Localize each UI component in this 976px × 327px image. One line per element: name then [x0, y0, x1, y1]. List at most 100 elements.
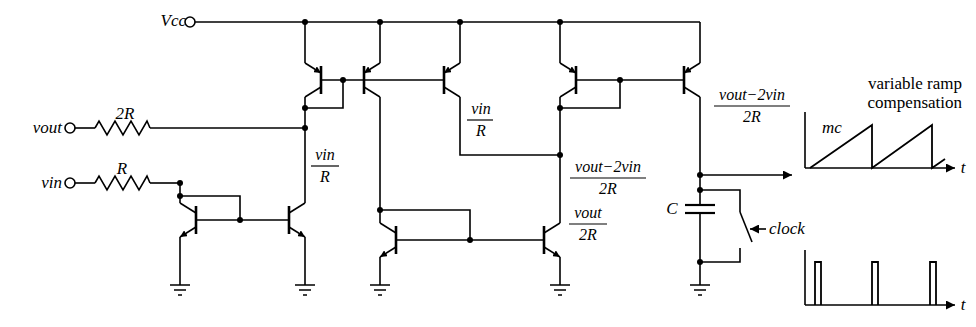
ground-symbol: [690, 285, 710, 295]
fraction-bar: [714, 105, 790, 106]
ground-symbol: [550, 285, 570, 295]
signal-wire: [460, 97, 560, 155]
supply-rail: [185, 17, 700, 27]
pnp-transistor: [560, 80, 620, 108]
junction-dot: [177, 180, 183, 186]
junction-dot: [377, 19, 383, 25]
capacitor-symbol: [685, 204, 715, 206]
pnp-transistor: [364, 87, 380, 97]
signal-wire: [379, 97, 381, 223]
junction-dot: [557, 19, 563, 25]
clock-waveform: [930, 262, 936, 305]
pnp-transistor: [684, 87, 700, 97]
input-wiring: [150, 127, 305, 129]
input-wiring: [150, 182, 180, 184]
junction-dot: [302, 19, 308, 25]
fraction-bar: [569, 223, 607, 224]
terminal-label: vout: [16, 118, 62, 138]
current-numerator: vout: [564, 203, 612, 223]
fraction-bar: [467, 119, 493, 120]
junction-dot: [302, 125, 308, 131]
pnp-transistor: [305, 63, 321, 73]
fraction-bar: [311, 106, 790, 224]
junction-dot: [302, 105, 308, 111]
terminal-label: vin: [16, 173, 62, 193]
ground-symbol: [170, 285, 710, 295]
pnp-transistor: [364, 63, 380, 73]
switch-symbol: [740, 212, 752, 242]
junction-dot: [697, 259, 703, 265]
switch-symbol: [750, 228, 766, 230]
circuit-schematic: [65, 17, 955, 305]
junction-dot: [177, 193, 183, 199]
npn-transistor: [380, 223, 396, 233]
current-denominator: 2R: [563, 179, 653, 199]
current-numerator: vout−2vin: [707, 85, 797, 105]
junction-dot: [697, 187, 703, 193]
junction-dot: [557, 105, 563, 111]
slope-label: mc: [818, 118, 846, 138]
pnp-transistor: [459, 22, 461, 63]
pnp-transistor: [305, 87, 321, 97]
fraction-bar: [570, 177, 646, 178]
input-wiring: [75, 182, 95, 184]
npn-transistor: [289, 227, 305, 237]
pnp-transistor: [304, 22, 306, 63]
pnp-transistor: [444, 87, 460, 97]
current-numerator: vin: [462, 99, 500, 119]
switch-symbol: [700, 248, 740, 262]
npn-transistor: [559, 257, 561, 285]
pnp-transistor: [559, 22, 561, 63]
pnp-transistor: [699, 22, 701, 63]
clock-waveform: [872, 262, 878, 305]
output-arrow: [700, 174, 792, 176]
switch-symbol: [700, 190, 740, 212]
ramp-waveform: [805, 112, 955, 168]
clock-label: clock: [769, 219, 821, 239]
npn-transistor: [289, 203, 305, 213]
npn-transistor: [379, 257, 381, 285]
current-numerator: vout−2vin: [563, 157, 653, 177]
npn-transistor: [179, 237, 181, 285]
npn-transistor: [180, 196, 240, 220]
capacitor-label: C: [662, 199, 682, 219]
capacitor-symbol: [685, 205, 715, 285]
input-wiring: [65, 178, 75, 188]
capacitor-symbol: [699, 213, 701, 285]
junction-dot: [467, 237, 473, 243]
ground-symbol: [370, 285, 390, 295]
junction-dot: [340, 77, 346, 83]
ground-symbol: [295, 285, 315, 295]
pnp-transistor: [684, 63, 700, 73]
supply-rail: [185, 17, 195, 27]
input-wiring: [75, 127, 95, 129]
junction-dot: [457, 19, 463, 25]
clock-waveform: [805, 304, 955, 306]
ground-symbol: [170, 285, 190, 295]
pnp-transistor: [379, 22, 381, 63]
pnp-transistor: [560, 63, 576, 73]
clock-waveform: [805, 250, 955, 305]
axis-label: t: [956, 295, 970, 315]
junction-dot: [377, 207, 383, 213]
npn-transistor: [380, 210, 470, 240]
npn-transistor: [180, 196, 560, 285]
clock-waveform: [815, 262, 821, 305]
switch-symbol: [700, 190, 766, 262]
output-arrow: [700, 174, 792, 176]
npn-transistor: [180, 227, 196, 237]
npn-transistor: [544, 223, 560, 233]
signal-wire: [180, 97, 700, 223]
npn-transistor: [180, 203, 196, 213]
supply-rail: [195, 21, 700, 23]
signal-wire: [559, 97, 561, 223]
input-wiring: [65, 123, 75, 133]
current-denominator: R: [462, 121, 500, 141]
resistor-symbol: [95, 121, 150, 135]
npn-transistor: [544, 247, 560, 257]
pnp-transistor: [305, 80, 343, 108]
resistor-value: R: [107, 159, 137, 179]
npn-transistor: [380, 247, 396, 257]
current-numerator: vin: [306, 145, 344, 165]
